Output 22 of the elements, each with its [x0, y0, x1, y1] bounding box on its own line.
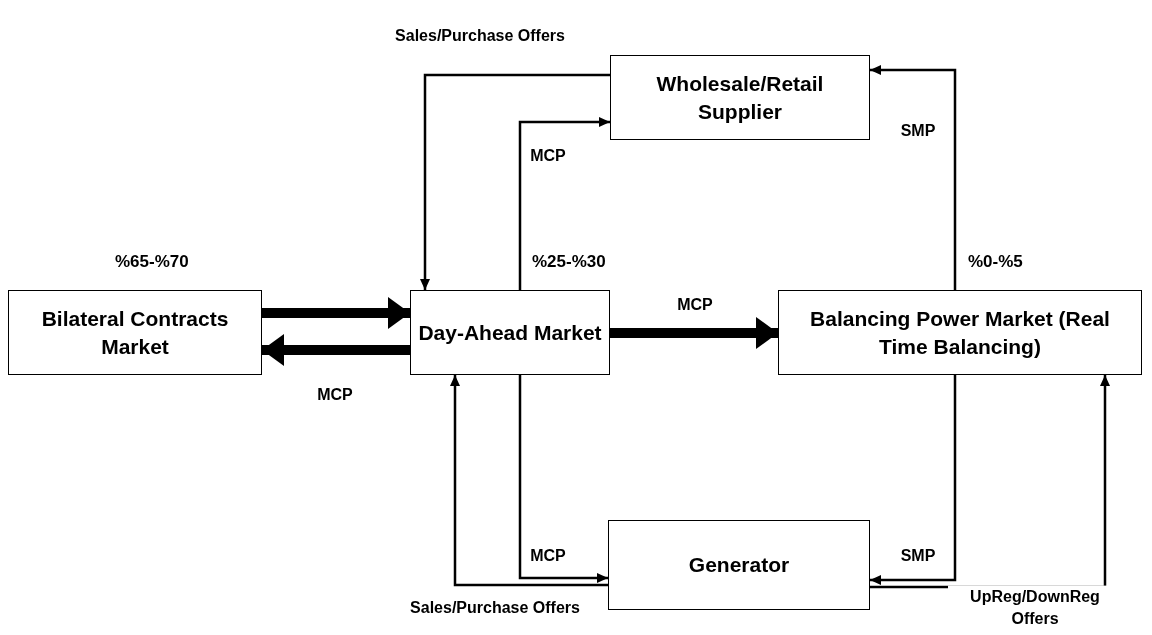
thick-arrow [610, 317, 778, 349]
thick-arrow [262, 297, 410, 329]
box-label: Bilateral Contracts Market [40, 306, 230, 360]
arrow [518, 117, 610, 290]
arrow [518, 375, 608, 583]
arrow [420, 73, 610, 290]
process-box [608, 520, 870, 610]
arrow [450, 375, 608, 587]
arrow [870, 65, 957, 290]
arrow [870, 375, 957, 585]
box-label: Wholesale/Retail Supplier [655, 71, 825, 125]
share-note: %0-%5 [968, 252, 1023, 272]
process-box [610, 55, 870, 140]
process-box [8, 290, 262, 375]
process-box [778, 290, 1142, 375]
share-note: %65-%70 [115, 252, 189, 272]
process-box [410, 290, 610, 375]
thick-arrow [262, 334, 410, 366]
box-label: Balancing Power Market (Real Time Balancing) [809, 306, 1111, 360]
box-label: Generator [688, 552, 790, 579]
share-note: %25-%30 [532, 252, 606, 272]
box-label: Day-Ahead Market [418, 319, 602, 346]
